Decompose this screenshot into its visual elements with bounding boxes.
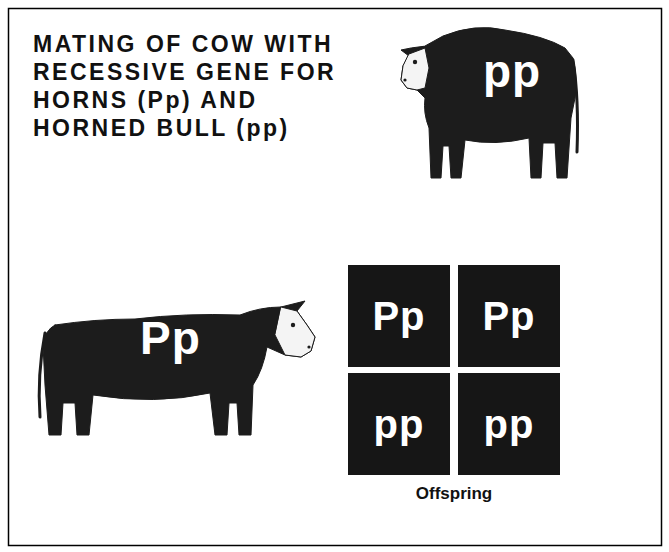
offspring-square: Pp: [458, 265, 560, 367]
face-detail: [413, 60, 417, 64]
cow-silhouette: Pp: [35, 285, 321, 445]
face-detail: [307, 345, 310, 348]
caption-label: Offspring: [416, 484, 493, 504]
offspring-square: pp: [348, 373, 450, 475]
face-detail: [291, 323, 295, 327]
bull-silhouette-shape: [395, 18, 581, 190]
genotype-label: Pp: [482, 296, 535, 336]
face-detail: [403, 78, 406, 81]
silhouette-part: [43, 301, 315, 435]
animal-genotype: pp: [483, 48, 541, 94]
frame-rect: [9, 9, 662, 546]
genotype-label: pp: [484, 404, 535, 444]
silhouette-part: [401, 28, 576, 178]
offspring-square: pp: [458, 373, 560, 475]
offspring-square: Pp: [348, 265, 450, 367]
bull-silhouette: pp: [395, 18, 581, 190]
genotype-label: pp: [374, 404, 425, 444]
title: MATING OF COW WITH RECESSIVE GENE FOR HO…: [33, 30, 363, 142]
animal-genotype: Pp: [140, 315, 201, 361]
cow-silhouette-shape: [35, 285, 321, 445]
genotype-label: Pp: [372, 296, 425, 336]
silhouette-part: [275, 307, 315, 357]
silhouette-part: [401, 48, 429, 90]
